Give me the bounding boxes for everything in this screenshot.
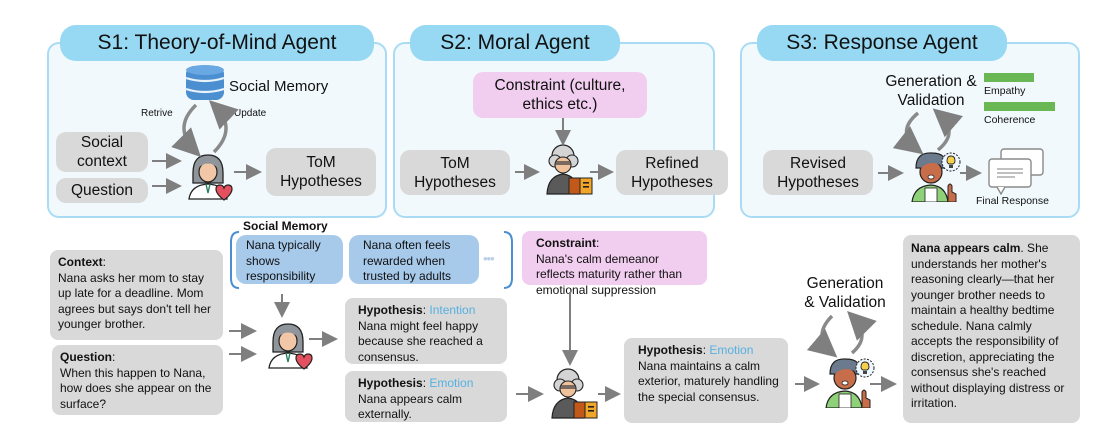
constraint-example-box: Constraint: Nana's calm demeanor reflect… [522,231,707,297]
hypothesis-emotion-box: Hypothesis: Emotion Nana appears calm ex… [345,371,507,422]
context-text: Nana asks her mom to stay up late for a … [58,270,212,332]
update-label: Update [234,108,267,119]
tom-hypotheses-box: ToM Hypotheses [266,148,376,196]
coherence-label: Coherence [984,114,1036,126]
question-text: When this happen to Nana, how does she a… [60,365,212,411]
question-label: Question [60,350,113,364]
social-memory-label: Social Memory [229,78,329,95]
constraint-text: Constraint (culture, ethics etc.) [494,77,626,113]
constraint-example-label: Constraint [536,236,596,250]
panel-s2-title: S2: Moral Agent [410,25,620,61]
database-icon [185,65,225,100]
hypothesis-intention-type: Intention [429,303,476,317]
empathy-bar [984,73,1034,82]
s3-loop-label: Generation & Validation [876,72,986,110]
question-example-box: Question: When this happen to Nana, how … [52,345,223,415]
bottom-tom-agent-avatar-icon [268,323,313,370]
social-memory-heading: Social Memory [243,219,328,233]
bottom-loop-left-arrow [806,314,838,358]
bottom-loop-right-arrow [847,311,877,355]
empathy-label: Empathy [984,85,1026,97]
refined-hypothesis-label: Hypothesis [638,343,703,357]
hypothesis-intention-box: Hypothesis: Intention Nana might feel ha… [345,298,507,364]
retrieve-label: Retrive [141,108,173,119]
memory-bracket-right [503,231,513,289]
panel-s1-title: S1: Theory-of-Mind Agent [60,25,374,61]
hypothesis-emotion-text: Nana appears calm externally. [358,391,463,422]
context-box: Context: Nana asks her mom to stay up la… [50,250,223,340]
revised-hypotheses-box: Revised Hypotheses [763,150,873,195]
final-response-box: Nana appears calm. She understands her m… [903,235,1080,423]
chat-bubbles-icon [988,148,1044,195]
bottom-loop-label-text: Generation & Validation [804,275,886,311]
hypothesis-intention-text: Nana might feel happy because she reache… [358,318,483,364]
bottom-response-agent-avatar-icon [825,358,875,408]
constraint-example-text: Nana's calm demeanor reflects maturity r… [536,251,683,297]
more-memory-dots-icon: ••• [483,251,495,266]
s3-loop-label-text: Generation & Validation [885,73,977,109]
context-label: Context [58,255,103,269]
bottom-loop-label: Generation & Validation [800,274,890,312]
refined-hypothesis-text: Nana maintains a calm exterior, maturely… [638,358,779,404]
bottom-moral-agent-avatar-icon [551,368,598,419]
final-response-label: Final Response [976,195,1049,207]
question-box: Question [56,178,148,203]
refined-hypotheses-box: Refined Hypotheses [616,150,728,195]
coherence-bar [984,102,1055,111]
social-context-box: Social context [56,132,148,172]
final-response-text: . She understands her mother's reasoning… [911,241,1065,410]
moral-agent-avatar-icon [546,144,593,195]
s2-tom-hypotheses-box: ToM Hypotheses [400,150,510,195]
hypothesis-intention-label: Hypothesis [358,303,423,317]
memory-item-2: Nana often feels rewarded when trusted b… [349,235,479,284]
hypothesis-emotion-type: Emotion [429,376,474,390]
tom-agent-avatar-icon [188,154,233,201]
constraint-box: Constraint (culture, ethics etc.) [473,72,647,118]
panel-s3-title: S3: Response Agent [757,25,1007,61]
refined-hypothesis-type: Emotion [709,343,754,357]
memory-item-1: Nana typically shows responsibility [236,235,343,284]
response-agent-avatar-icon [911,152,961,202]
final-response-bold: Nana appears calm [911,241,1021,255]
hypothesis-emotion-label: Hypothesis [358,376,423,390]
refined-hypothesis-box: Hypothesis: Emotion Nana maintains a cal… [624,338,788,423]
